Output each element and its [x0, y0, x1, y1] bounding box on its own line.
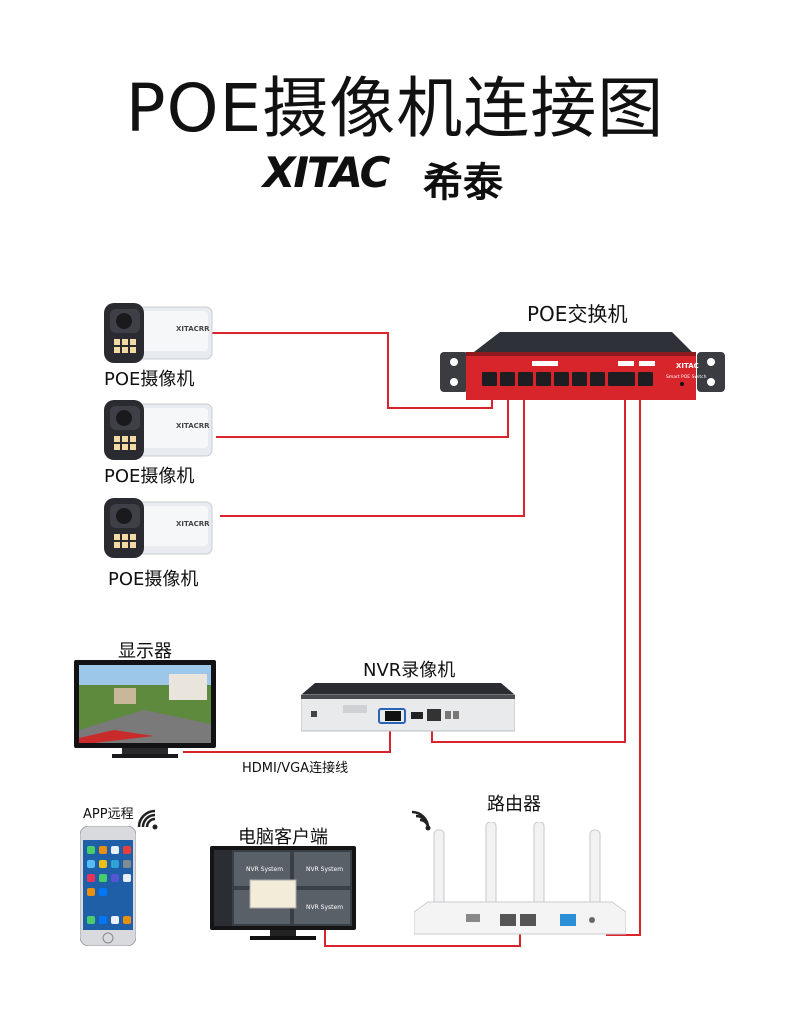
camera-mark: XITACRR — [176, 422, 210, 430]
brand-logo-chinese: 希泰 — [423, 160, 503, 206]
wire-router-switch — [606, 385, 641, 936]
wire-camera-2 — [216, 385, 509, 438]
router-icon — [414, 822, 626, 935]
camera-label-3: POE摄像机 — [108, 569, 199, 590]
monitor-label: 显示器 — [118, 641, 172, 662]
camera-mark: XITACRR — [176, 325, 210, 333]
nvr-system-text: NVR System — [306, 866, 343, 873]
nvr-icon — [301, 683, 515, 732]
wifi-icon — [411, 810, 431, 831]
wire-pc-router — [324, 930, 521, 947]
client-label: 电脑客户端 — [238, 827, 328, 848]
app-label: APP远程 — [83, 807, 134, 822]
poe-switch-icon: XITAC Smart POE Switch — [440, 332, 725, 400]
camera-label-2: POE摄像机 — [104, 466, 195, 487]
camera-mark: XITACRR — [176, 520, 210, 528]
wifi-icon — [137, 809, 158, 830]
switch-model-text: Smart POE Switch — [666, 374, 707, 380]
page-title: POE摄像机连接图 — [125, 70, 665, 147]
nvr-label: NVR录像机 — [363, 660, 456, 681]
brand-logo: XITAC 希泰 — [263, 148, 533, 206]
camera-icon: XITACRR — [104, 303, 213, 363]
hdmi-cable-label: HDMI/VGA连接线 — [242, 761, 349, 776]
nvr-system-text: NVR System — [306, 904, 343, 911]
camera-icon: XITACRR — [104, 498, 213, 558]
monitor-icon — [74, 660, 216, 758]
router-label: 路由器 — [487, 794, 541, 815]
camera-icon: XITACRR — [104, 400, 213, 460]
wire-camera-3 — [220, 385, 525, 517]
nvr-system-text: NVR System — [246, 866, 283, 873]
switch-brand-text: XITAC — [676, 362, 699, 370]
switch-label: POE交换机 — [527, 302, 628, 326]
smartphone-icon — [80, 826, 136, 946]
camera-label-1: POE摄像机 — [104, 369, 195, 390]
pc-client-icon: NVR System NVR System NVR System — [210, 846, 356, 940]
brand-logo-latin: XITAC — [263, 148, 390, 197]
